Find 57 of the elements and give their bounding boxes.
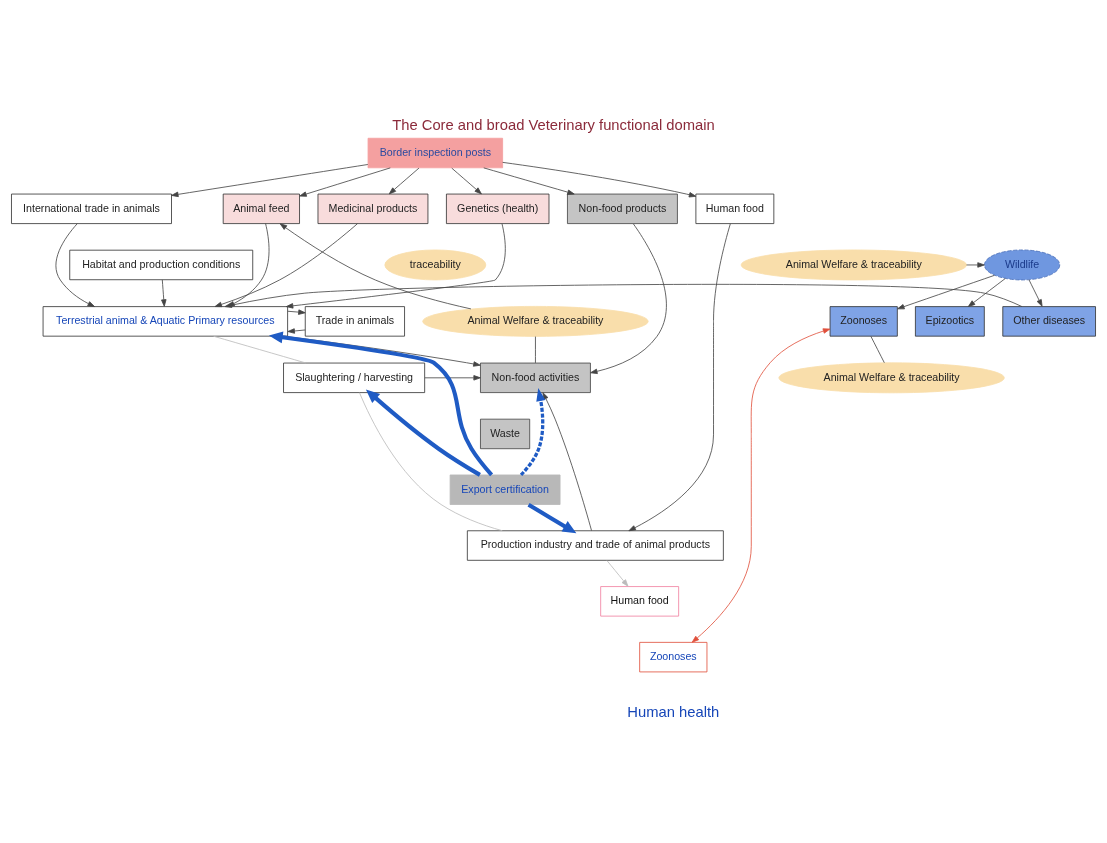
arrow (287, 328, 306, 334)
arrow (966, 262, 985, 268)
node-box: Other diseases (1002, 306, 1096, 337)
node-ellipse: Wildlife (984, 249, 1061, 281)
node-box: Animal feed (222, 193, 300, 224)
connector (535, 336, 536, 364)
arrow (268, 331, 494, 477)
node-box: Epizootics (915, 306, 985, 337)
arrow (606, 560, 629, 587)
arrow (502, 161, 697, 198)
node-box: Medicinal products (317, 193, 429, 224)
node-ellipse: traceability (384, 249, 487, 281)
arrow (287, 309, 306, 315)
arrow (1028, 279, 1043, 307)
arrow (285, 223, 506, 309)
node-box: Trade in animals (304, 306, 405, 337)
node-box: Waste (480, 418, 531, 450)
arrow (967, 278, 1006, 307)
arrow (388, 167, 420, 195)
arrow (519, 387, 546, 477)
node-box: Border inspection posts (367, 137, 504, 169)
node-box: Habitat and production conditions (69, 249, 254, 281)
arrow (365, 389, 481, 477)
node-box: Export certification (449, 474, 561, 505)
diagram-title: The Core and broad Veterinary functional domain (392, 117, 715, 134)
node-box: Zoonoses (639, 641, 708, 673)
arrow (279, 223, 472, 310)
arrow (542, 392, 592, 531)
arrow (483, 167, 575, 195)
connector (359, 392, 503, 532)
arrow (527, 502, 577, 534)
node-box: Non-food products (567, 193, 678, 224)
arrow (628, 223, 731, 532)
node-ellipse: Animal Welfare & traceability (778, 362, 1005, 394)
node-ellipse: Animal Welfare & traceability (740, 249, 967, 281)
arrow (424, 375, 481, 381)
connector (213, 335, 307, 364)
node-box: International trade in animals (11, 193, 172, 224)
arrow (451, 167, 482, 195)
node-box: Genetics (health) (446, 193, 550, 224)
node-box: Production industry and trade of animal products (466, 530, 724, 561)
node-box: Slaughtering / harvesting (283, 362, 426, 393)
node-box: Terrestrial animal & Aquatic Primary resources (42, 306, 289, 337)
arrow (299, 167, 391, 197)
arrow (161, 279, 167, 307)
node-box: Non-food activities (480, 362, 591, 393)
arrow (171, 164, 369, 198)
node-ellipse: Animal Welfare & traceability (422, 306, 649, 337)
arrow (897, 274, 995, 310)
arrow (590, 223, 667, 375)
label: Human health (627, 703, 720, 720)
connector (870, 335, 885, 364)
node-box: Zoonoses (829, 306, 898, 337)
node-box: Human food (600, 586, 680, 617)
arrow (55, 223, 95, 307)
arrow (691, 328, 831, 643)
node-box: Human food (695, 193, 775, 224)
